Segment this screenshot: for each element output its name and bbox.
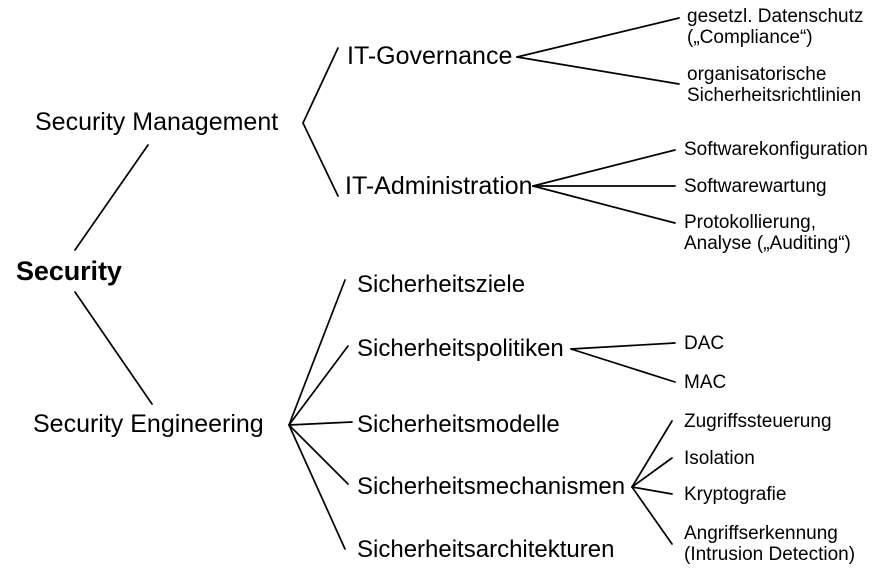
node-it-administration[interactable]: IT-Administration	[345, 172, 533, 200]
node-sicherheitsarchitekturen[interactable]: Sicherheitsarchitekturen	[357, 536, 615, 563]
leaf-gesetzl-datenschutz[interactable]: gesetzl. Datenschutz („Compliance“)	[687, 6, 863, 49]
leaf-mac[interactable]: MAC	[684, 372, 727, 393]
edge-sicherheitsmechanismen-to-angriffserkennung	[631, 486, 673, 545]
leaf-kryptografie[interactable]: Kryptografie	[684, 484, 787, 505]
leaf-protokollierung-line2: Analyse („Auditing“)	[684, 233, 851, 255]
edge-security-to-security-management	[74, 144, 149, 251]
node-it-governance[interactable]: IT-Governance	[347, 42, 513, 70]
node-sicherheitspolitiken[interactable]: Sicherheitspolitiken	[357, 335, 564, 362]
node-security-root[interactable]: Security	[16, 256, 122, 286]
edge-security-management-to-it-administration	[302, 122, 339, 197]
leaf-angriffserkennung-line2: (Intrusion Detection)	[684, 544, 856, 566]
edge-it-governance-to-organisatorische-richtlinien	[516, 56, 680, 85]
edge-security-management-to-it-governance	[302, 47, 339, 124]
edge-security-engineering-to-sicherheitsmodelle	[288, 421, 353, 426]
leaf-organisatorische-line2: Sicherheitsrichtlinien	[687, 85, 862, 107]
leaf-softwarewartung[interactable]: Softwarewartung	[684, 176, 827, 197]
leaf-protokollierung-analyse[interactable]: Protokollierung, Analyse („Auditing“)	[684, 212, 851, 255]
edge-it-governance-to-gesetzl-datenschutz	[516, 17, 680, 58]
edge-security-to-security-engineering	[74, 291, 153, 405]
edge-sicherheitspolitiken-to-dac	[570, 342, 676, 350]
edge-sicherheitsmechanismen-to-isolation	[631, 457, 673, 488]
leaf-organisatorische-sicherheitsrichtlinien[interactable]: organisatorische Sicherheitsrichtlinien	[687, 64, 861, 107]
edge-security-engineering-to-sicherheitsarchitekturen	[288, 424, 346, 550]
edge-security-engineering-to-sicherheitspolitiken	[288, 345, 349, 426]
edge-it-administration-to-protokollierung	[532, 185, 676, 224]
node-sicherheitsziele[interactable]: Sicherheitsziele	[357, 271, 526, 298]
leaf-angriffserkennung[interactable]: Angriffserkennung (Intrusion Detection)	[684, 523, 855, 566]
leaf-organisatorische-line1: organisatorische	[687, 64, 827, 85]
edge-it-administration-to-softwarekonfiguration	[532, 149, 676, 187]
leaf-protokollierung-line1: Protokollierung,	[684, 212, 817, 233]
edge-sicherheitsmechanismen-to-zugriffssteuerung	[631, 420, 673, 488]
edge-sicherheitspolitiken-to-mac	[570, 348, 676, 383]
leaf-isolation[interactable]: Isolation	[684, 448, 755, 469]
edge-security-engineering-to-sicherheitsziele	[288, 279, 346, 426]
node-security-management[interactable]: Security Management	[35, 108, 279, 136]
edge-sicherheitsmechanismen-to-kryptografie	[631, 486, 673, 495]
edge-security-engineering-to-sicherheitsmechanismen	[288, 424, 349, 485]
node-sicherheitsmechanismen[interactable]: Sicherheitsmechanismen	[357, 473, 626, 500]
node-sicherheitsmodelle[interactable]: Sicherheitsmodelle	[357, 411, 560, 438]
leaf-softwarekonfiguration[interactable]: Softwarekonfiguration	[684, 139, 868, 160]
leaf-gesetzl-datenschutz-line2: („Compliance“)	[687, 27, 813, 49]
leaf-dac[interactable]: DAC	[684, 333, 725, 354]
leaf-gesetzl-datenschutz-line1: gesetzl. Datenschutz	[687, 6, 864, 27]
leaf-zugriffssteuerung[interactable]: Zugriffssteuerung	[684, 411, 832, 432]
leaf-angriffserkennung-line1: Angriffserkennung	[684, 523, 838, 544]
node-security-engineering[interactable]: Security Engineering	[33, 410, 264, 438]
